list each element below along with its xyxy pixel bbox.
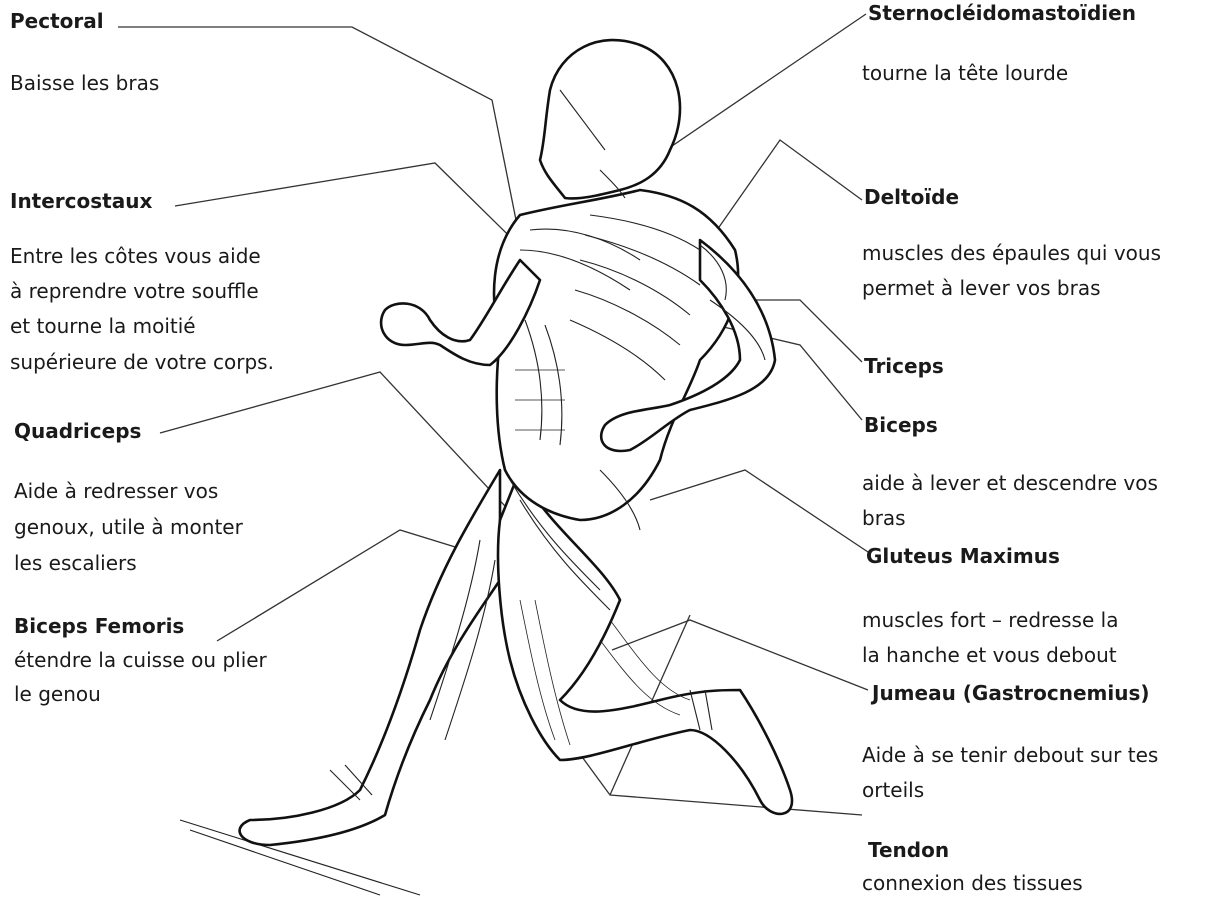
label-intercostaux-desc-1: Entre les côtes vous aide <box>10 243 261 270</box>
label-biceps-femoris-desc-1: étendre la cuisse ou plier <box>14 647 267 674</box>
leader-pectoral <box>118 27 518 230</box>
label-deltoide-desc-2: permet à lever vos bras <box>862 275 1101 302</box>
running-figure <box>180 40 792 895</box>
label-intercostaux-desc-4: supérieure de votre corps. <box>10 349 274 376</box>
label-triceps-title: Triceps <box>864 353 944 380</box>
label-pectoral-title: Pectoral <box>10 8 104 35</box>
leader-deltoide <box>710 140 862 240</box>
label-pectoral-desc: Baisse les bras <box>10 70 159 97</box>
label-deltoide-title: Deltoïde <box>864 184 959 211</box>
label-deltoide-desc-1: muscles des épaules qui vous <box>862 240 1161 267</box>
label-tendon-desc: connexion des tissues <box>862 870 1083 897</box>
label-biceps-desc-2: bras <box>862 505 906 532</box>
label-sterno-title: Sternocléidomastoïdien <box>868 0 1136 27</box>
leader-gluteus <box>650 470 868 552</box>
front-leg <box>498 470 792 814</box>
label-intercostaux-desc-3: et tourne la moitié <box>10 313 196 340</box>
rear-leg <box>240 470 500 845</box>
label-sterno-desc: tourne la tête lourde <box>862 60 1068 87</box>
label-quadriceps-desc-2: genoux, utile à monter <box>14 514 243 541</box>
label-quadriceps-desc-3: les escaliers <box>14 550 137 577</box>
label-gluteus-title: Gluteus Maximus <box>866 543 1060 570</box>
label-jumeau-desc-1: Aide à se tenir debout sur tes <box>862 742 1158 769</box>
leader-jumeau <box>612 620 868 690</box>
label-biceps-desc-1: aide à lever et descendre vos <box>862 470 1158 497</box>
label-intercostaux-desc-2: à reprendre votre souffle <box>10 278 259 305</box>
leader-lines <box>118 14 868 815</box>
label-intercostaux-title: Intercostaux <box>10 188 152 215</box>
label-biceps-femoris-desc-2: le genou <box>14 681 101 708</box>
label-quadriceps-title: Quadriceps <box>14 418 141 445</box>
label-tendon-title: Tendon <box>868 837 949 864</box>
head <box>540 40 680 198</box>
label-jumeau-title: Jumeau (Gastrocnemius) <box>872 680 1150 707</box>
label-gluteus-desc-1: muscles fort – redresse la <box>862 607 1118 634</box>
label-quadriceps-desc-1: Aide à redresser vos <box>14 478 218 505</box>
label-jumeau-desc-2: orteils <box>862 777 924 804</box>
label-gluteus-desc-2: la hanche et vous debout <box>862 642 1117 669</box>
label-biceps-femoris-title: Biceps Femoris <box>14 613 184 640</box>
label-biceps-title: Biceps <box>864 412 938 439</box>
